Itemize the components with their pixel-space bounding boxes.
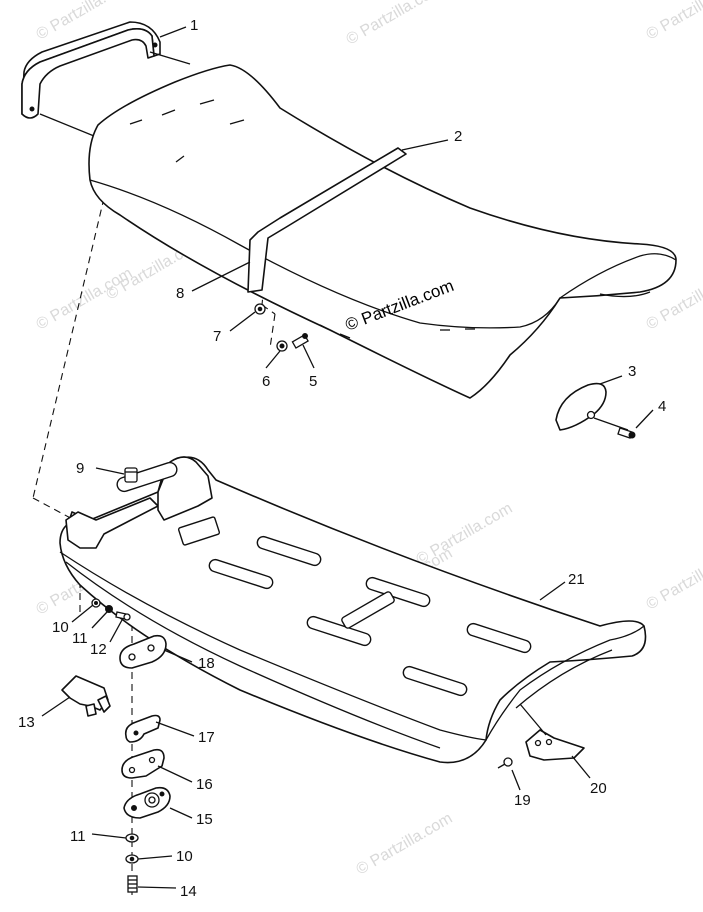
assembly-line — [269, 313, 276, 349]
callout-1: 1 — [190, 17, 198, 34]
washer-part-10-bottom — [125, 854, 139, 864]
callout-8: 8 — [176, 285, 184, 302]
catch-part-15 — [123, 786, 171, 819]
callout-16: 16 — [196, 776, 213, 793]
watermark-faint: © Partzilla.com — [644, 545, 703, 614]
pad-connector — [593, 417, 629, 431]
watermark-faint: © Partzilla.com — [34, 265, 136, 334]
screw-part-5 — [291, 333, 309, 349]
callout-14: 14 — [180, 883, 197, 900]
seat-cushion-part-2 — [88, 64, 677, 399]
callout-11-top: 11 — [72, 630, 88, 647]
handle-connector — [39, 113, 95, 137]
callout-19: 19 — [514, 792, 531, 809]
callout-10-bottom: 10 — [176, 848, 193, 865]
callout-2: 2 — [454, 128, 462, 145]
washer-part-6 — [276, 340, 288, 352]
watermark-faint: © Partzilla.com — [344, 0, 446, 48]
screw-part-4 — [617, 427, 636, 439]
bracket-part-20 — [525, 729, 585, 761]
assembly-line — [32, 197, 105, 499]
screw-part-12 — [115, 611, 131, 621]
plate-part-16 — [121, 748, 165, 779]
watermark-faint: © Partzilla.com — [414, 500, 516, 569]
callout-7: 7 — [213, 328, 221, 345]
callout-11-bottom: 11 — [70, 828, 86, 845]
callout-4: 4 — [658, 398, 666, 415]
callout-17: 17 — [198, 729, 215, 746]
callout-numbers: 1 2 3 4 5 6 7 8 9 10 11 12 13 14 15 16 1… — [18, 17, 666, 900]
callout-13: 13 — [18, 714, 35, 731]
callout-9: 9 — [76, 460, 84, 477]
callout-15: 15 — [196, 811, 213, 828]
bracket-part-13 — [61, 675, 111, 717]
callout-6: 6 — [262, 373, 270, 390]
callout-12: 12 — [90, 641, 107, 658]
screw-part-14 — [127, 875, 138, 893]
pad-part-3 — [555, 382, 607, 431]
callout-10-top: 10 — [52, 619, 69, 636]
nut-part-11-bottom — [125, 833, 139, 843]
callout-18: 18 — [198, 655, 215, 672]
washer-part-10-top — [91, 598, 101, 608]
nut-part-11-top — [105, 605, 113, 613]
plate-part-18 — [119, 634, 167, 669]
bolt-part-9 — [124, 467, 138, 483]
callout-3: 3 — [628, 363, 636, 380]
seat-base-part-21 — [59, 456, 647, 764]
leader-lines — [41, 26, 654, 889]
callout-21: 21 — [568, 571, 585, 588]
latch-part-17 — [124, 714, 161, 743]
watermark-faint: © Partzilla.com — [354, 810, 456, 879]
callout-5: 5 — [309, 373, 317, 390]
handle-connector — [149, 51, 191, 65]
watermark-faint: © Partzilla.com — [644, 0, 703, 43]
screw-part-19 — [497, 757, 513, 769]
grab-handle-part-1 — [21, 21, 161, 119]
callout-20: 20 — [590, 780, 607, 797]
nut-part-7 — [254, 303, 266, 315]
